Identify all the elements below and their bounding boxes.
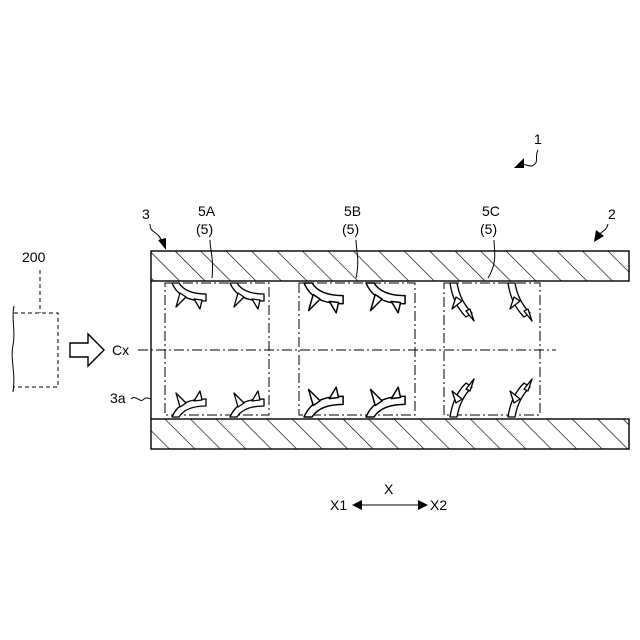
group-5a-sub-label: (5) [196, 221, 213, 237]
source-outline [14, 313, 58, 387]
vane-5c-bottom-1 [450, 379, 474, 417]
source-break-line [12, 306, 14, 392]
group-5c-label: 5C [482, 203, 500, 219]
ref-label-pipe: 2 [608, 206, 616, 222]
leader-inner-surface [131, 398, 151, 401]
leader-body [150, 224, 162, 242]
vane-5c-bottom-2 [508, 379, 532, 417]
vane-5b-bottom-2 [366, 387, 405, 417]
direction-axis-label: X [384, 481, 394, 497]
leader-device-arrowhead [514, 158, 524, 168]
vane-5a-bottom-2 [230, 391, 264, 417]
ref-label-device: 1 [534, 131, 542, 147]
vane-5c-top-2 [508, 283, 532, 321]
group-5b-sub-label: (5) [342, 221, 359, 237]
direction-right-label: X2 [430, 497, 447, 513]
ref-label-body: 3 [142, 206, 150, 222]
vane-5a-top-2 [230, 283, 264, 309]
vane-5b-top-1 [304, 283, 343, 313]
direction-arrowhead-left [352, 500, 362, 510]
group-5a-label: 5A [198, 203, 216, 219]
leader-body-arrowhead [158, 238, 166, 250]
vane-5a-top-1 [172, 283, 206, 309]
vane-5b-bottom-1 [304, 387, 343, 417]
group-5b: 5B (5) [299, 203, 415, 417]
direction-left-label: X1 [330, 497, 347, 513]
axis-label: Cx [112, 342, 129, 358]
vane-5a-bottom-1 [172, 391, 206, 417]
ref-label-inner-surface: 3a [110, 390, 126, 406]
vane-5c-top-1 [450, 283, 474, 321]
pipe-wall-top [151, 251, 629, 281]
vane-5b-top-2 [366, 283, 405, 313]
ref-label-source: 200 [22, 249, 46, 265]
pipe-wall-bottom [151, 419, 629, 449]
group-5b-label: 5B [344, 203, 361, 219]
group-5c-sub-label: (5) [480, 221, 497, 237]
direction-arrowhead-right [418, 500, 428, 510]
group-5a: 5A (5) [165, 203, 269, 417]
group-5c: 5C (5) [444, 203, 540, 417]
inflow-arrow [70, 334, 104, 366]
